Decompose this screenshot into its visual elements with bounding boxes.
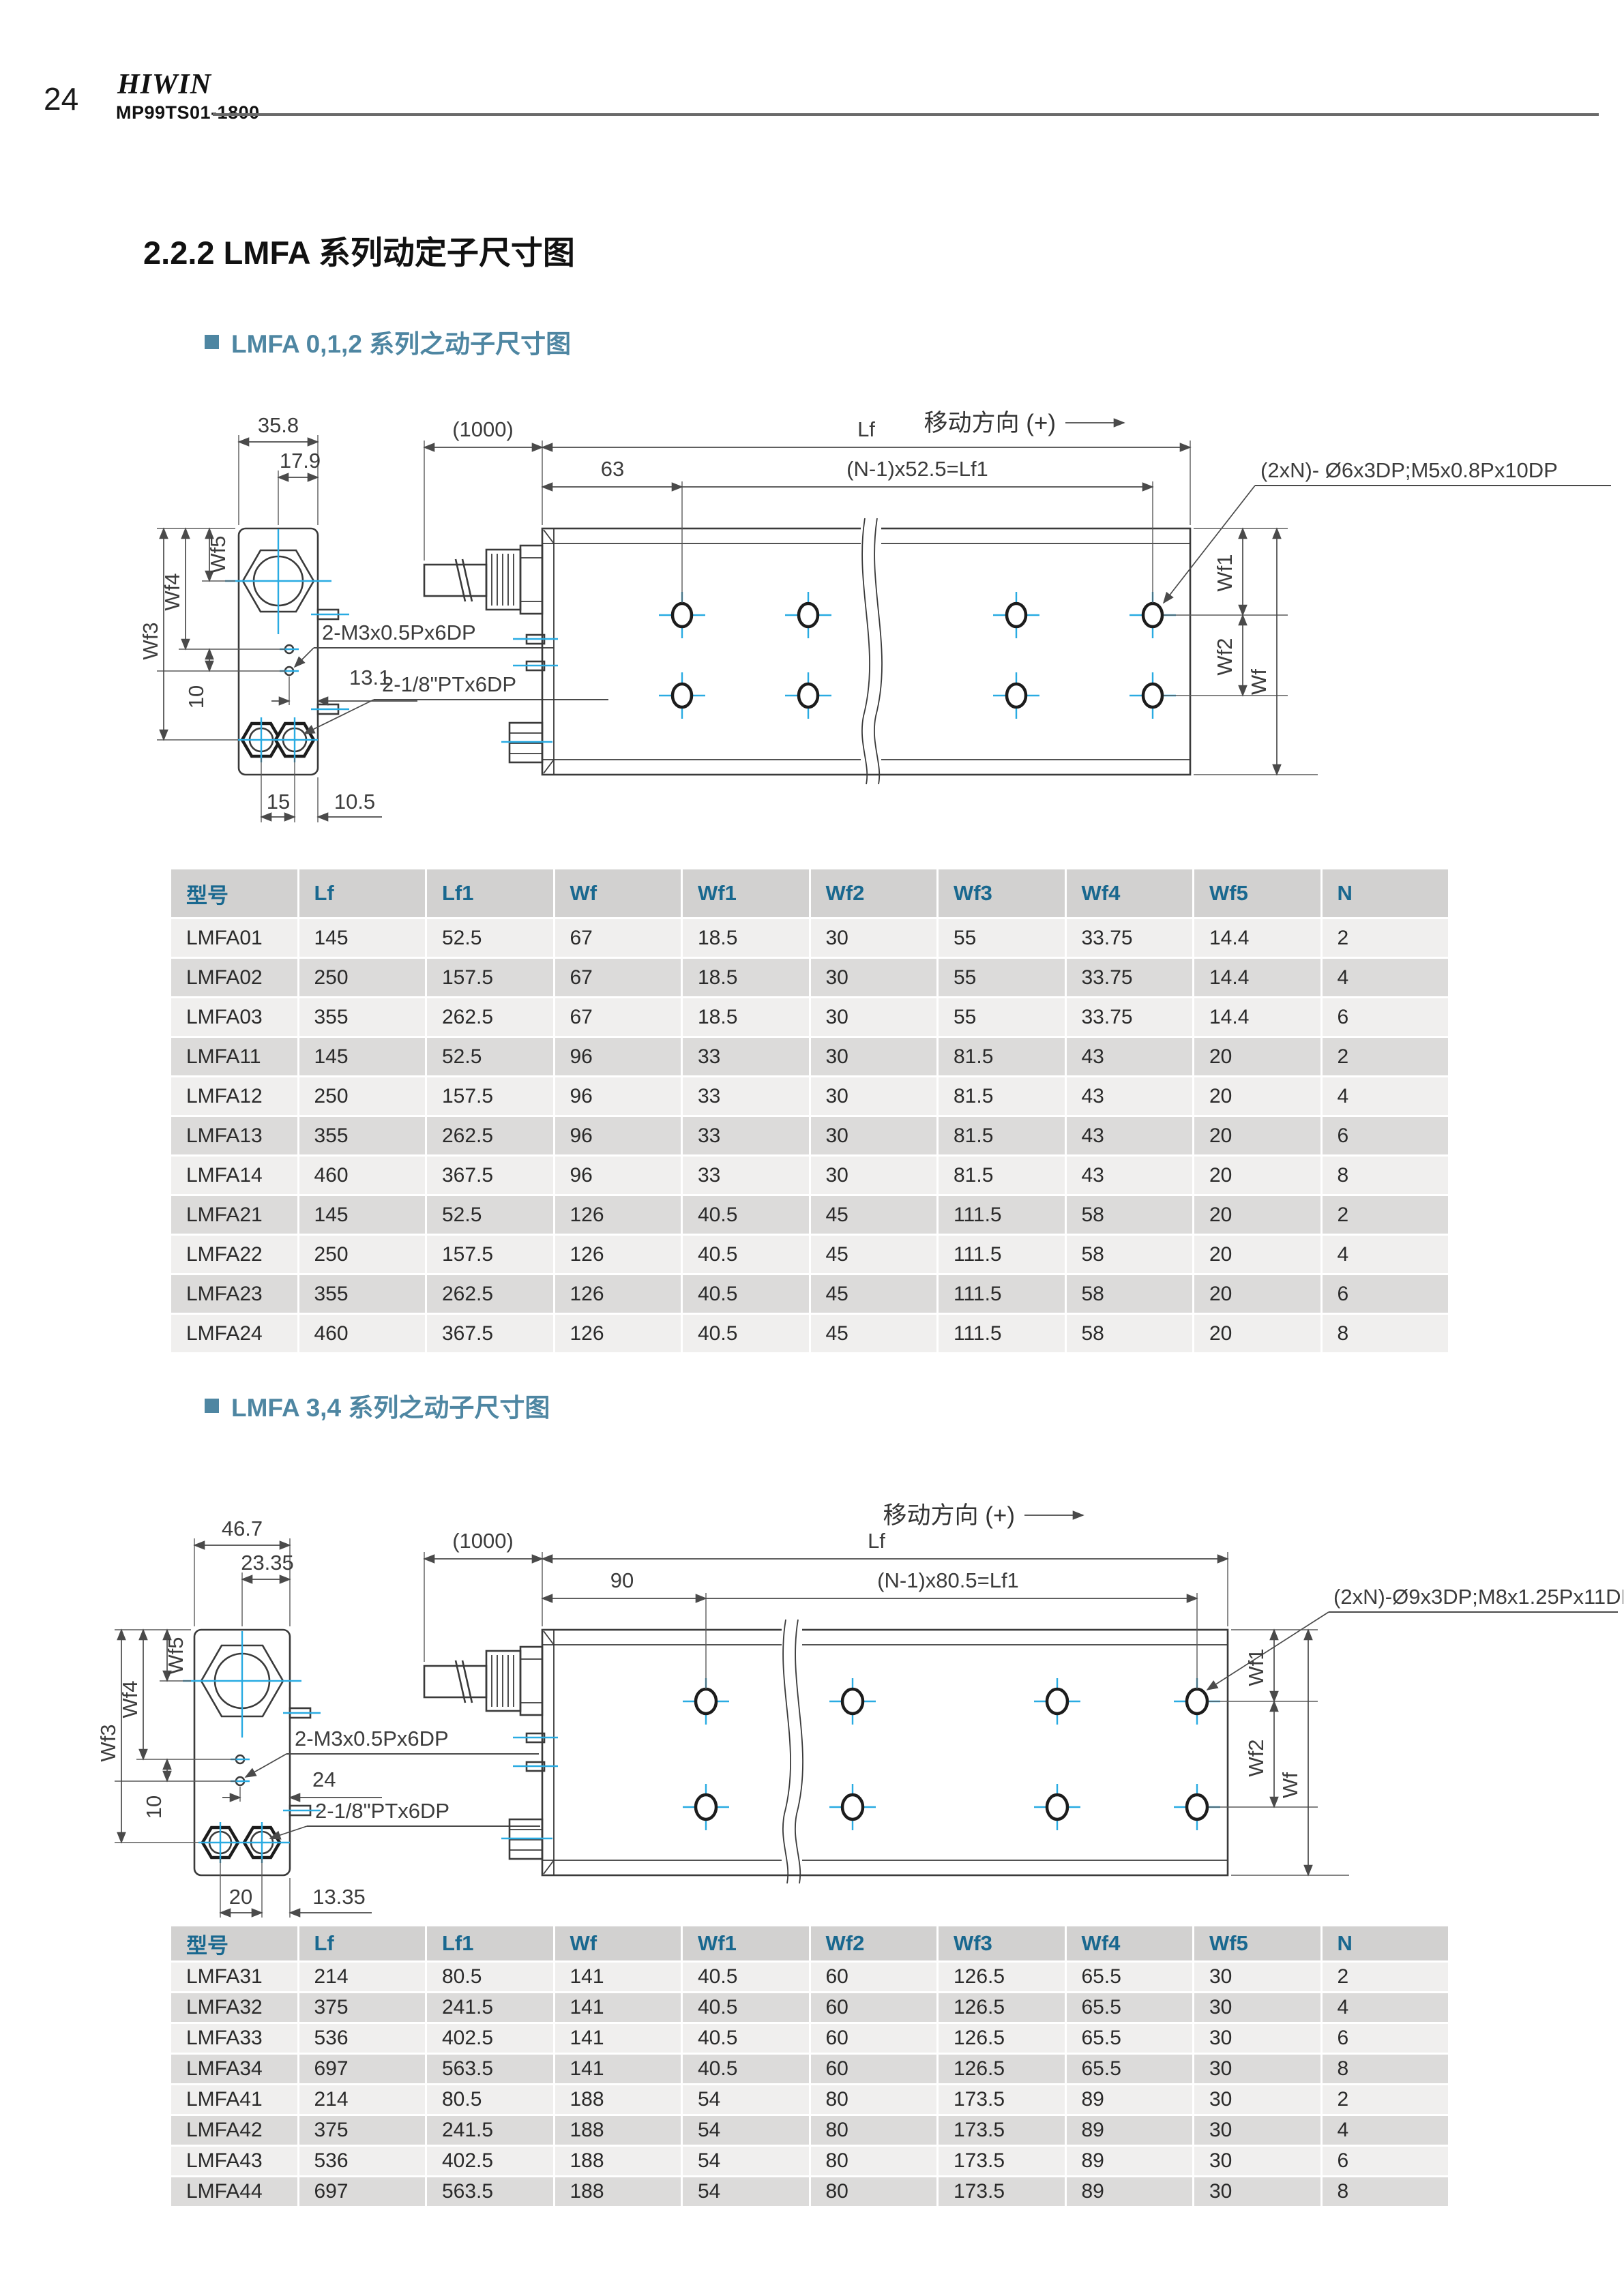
d1-dim-1000: (1000) [452,417,514,441]
d2-bottom-fitting [501,1818,552,1860]
subsection-2-label: LMFA 3,4 系列之动子尺寸图 [231,1394,550,1422]
d2-direction-label: 移动方向 (+) [883,1502,1015,1529]
subsection-1-title: LMFA 0,1,2 系列之动子尺寸图 [205,323,571,360]
d1-edge-screws [513,633,558,672]
d2-dim-wf1: Wf1 [1244,1648,1268,1686]
col-model: 型号 [171,1926,297,1960]
d1-break-line [861,518,883,785]
d1-dim-wf5: Wf5 [206,535,230,573]
section-title: 2.2.2 LMFA 系列动定子尺寸图 [143,235,575,271]
d2-side-screws [283,1707,321,1817]
d2-dim-wf2: Wf2 [1244,1739,1268,1776]
d1-cable-connector [423,544,544,615]
d1-dim-wf: Wf [1247,669,1271,695]
d1-pt-ports [238,717,318,762]
d2-dim-90: 90 [610,1568,634,1592]
d2-pt-ports [198,1822,290,1863]
d2-dim-wf3: Wf3 [96,1724,120,1761]
table-header-row: 型号 Lf Lf1 Wf Wf1 Wf2 Wf3 Wf4 Wf5 N [171,869,1448,917]
d2-dim-24: 24 [312,1768,336,1791]
d1-dim-17-9: 17.9 [280,449,321,473]
d1-dim-lf1: (N-1)x52.5=Lf1 [846,457,988,481]
table-lmfa34: 型号 Lf Lf1 Wf Wf1 Wf2 Wf3 Wf4 Wf5 N LMFA3… [169,1924,1450,2208]
header-rule [213,113,1599,116]
d1-dim-wf3: Wf3 [138,622,162,659]
d2-dim-23-35: 23.35 [241,1551,294,1575]
d2-edge-screws [513,1732,558,1772]
d1-dim-lf: Lf [857,417,875,441]
d1-holes-label: (2xN)- Ø6x3DP;M5x0.8Px10DP [1260,458,1558,482]
d1-mounting-holes [659,592,1176,719]
d2-dim-10: 10 [142,1795,166,1819]
d1-dim-10-5: 10.5 [334,790,375,814]
d1-pt-label: 2-1/8"PTx6DP [382,672,516,696]
d1-plan-view: (1000) Lf 63 (N-1)x52.5=Lf1 移动方向 (+) (2x… [423,410,1611,785]
d1-dim-35-8: 35.8 [258,413,299,437]
d2-dim-13-35: 13.35 [312,1885,366,1909]
diagram-lmfa34: 46.7 23.35 Wf5 Wf4 10 Wf3 2-M3x0.5Px6DP … [96,1502,1623,1918]
d2-dim-20: 20 [229,1885,252,1909]
table-header-row: 型号 Lf Lf1 Wf Wf1 Wf2 Wf3 Wf4 Wf5 N [171,1926,1448,1960]
d1-dim-63: 63 [601,457,624,481]
bullet-square-icon [205,1398,219,1413]
d2-holes-label: (2xN)-Ø9x3DP;M8x1.25Px11DP [1333,1585,1623,1609]
page-number: 24 [44,81,79,117]
d1-bottom-fitting [501,721,552,764]
brand-logo: HIWIN [117,69,212,100]
subsection-1-label: LMFA 0,1,2 系列之动子尺寸图 [231,330,572,358]
d2-dim-wf5: Wf5 [164,1637,188,1674]
d2-cable-connector [423,1645,544,1716]
d1-dim-wf1: Wf1 [1213,554,1237,591]
diagram-lmfa012: 35.8 17.9 Wf5 Wf4 10 Wf3 2-M3x0.5Px6DP 1… [138,410,1611,822]
d2-dim-lf: Lf [868,1529,885,1553]
table-lmfa012: 型号 Lf Lf1 Wf Wf1 Wf2 Wf3 Wf4 Wf5 N LMFA0… [169,867,1450,1354]
d2-break-line [782,1619,803,1884]
col-model: 型号 [171,869,297,917]
bullet-square-icon [205,334,219,349]
d1-dim-10: 10 [184,685,208,709]
d1-dim-15: 15 [267,790,290,814]
d2-dim-wf: Wf [1278,1772,1302,1798]
d1-gland-nut [225,529,331,634]
d1-end-view: 35.8 17.9 Wf5 Wf4 10 Wf3 2-M3x0.5Px6DP 1… [138,413,608,822]
d1-dim-wf2: Wf2 [1213,638,1237,675]
d2-dim-46-7: 46.7 [222,1517,263,1540]
d2-gland-nut [183,1631,301,1738]
d2-pt-label: 2-1/8"PTx6DP [315,1799,449,1823]
subsection-2-title: LMFA 3,4 系列之动子尺寸图 [205,1387,550,1424]
d2-mounting-holes [683,1678,1220,1830]
d2-m3-label: 2-M3x0.5Px6DP [295,1727,449,1750]
d2-end-view: 46.7 23.35 Wf5 Wf4 10 Wf3 2-M3x0.5Px6DP … [96,1517,540,1918]
doc-code: MP99TS01-1800 [116,102,260,123]
d2-plan-view: (1000) Lf 90 (N-1)x80.5=Lf1 移动方向 (+) (2x… [423,1502,1623,1884]
d1-dim-13-1: 13.1 [349,666,390,689]
d2-dim-lf1: (N-1)x80.5=Lf1 [877,1568,1019,1592]
d1-m3-label: 2-M3x0.5Px6DP [322,621,476,644]
d2-dim-1000: (1000) [452,1529,514,1553]
d1-direction-label: 移动方向 (+) [924,410,1056,436]
